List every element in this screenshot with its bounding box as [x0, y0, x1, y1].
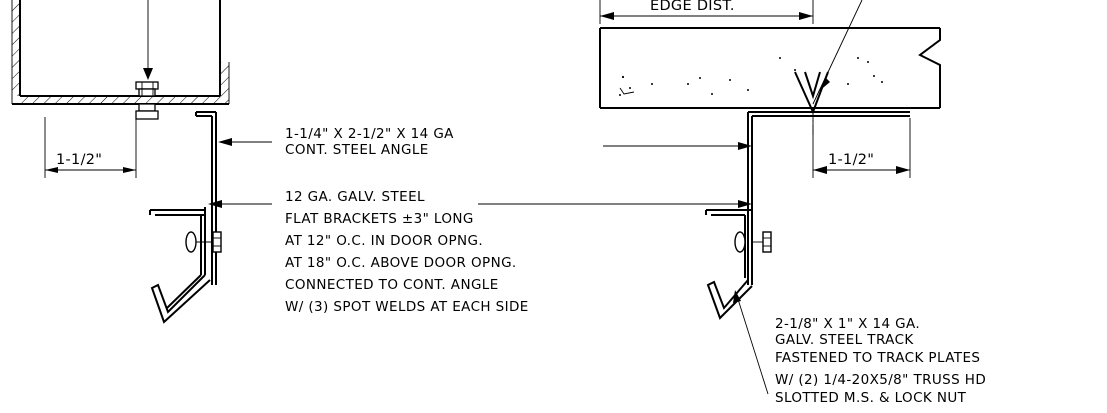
right-track-bolt — [734, 231, 772, 253]
left-steel-track — [150, 274, 211, 324]
bracket-callout-line-5: CONNECTED TO CONT. ANGLE — [285, 277, 499, 293]
left-flat-bracket — [149, 207, 206, 275]
right-dim-width — [812, 118, 911, 178]
angle-callout: 1-1/4" X 2-1/2" X 14 GA CONT. STEEL ANGL… — [285, 126, 454, 158]
angle-leader — [218, 138, 752, 150]
right-concrete-slab — [599, 27, 941, 109]
left-anchor-bolt — [135, 0, 159, 120]
right-edge-dim — [599, 0, 814, 24]
right-steel-angle — [747, 111, 910, 285]
bracket-callout-line-6: W/ (3) SPOT WELDS AT EACH SIDE — [285, 299, 529, 315]
right-anchor-fastener — [794, 0, 863, 135]
left-steel-angle — [195, 111, 217, 285]
angle-callout-line-2: CONT. STEEL ANGLE — [285, 142, 429, 158]
track-callout-line-3: FASTENED TO TRACK PLATES — [775, 350, 980, 366]
bracket-callout-line-1: 12 GA. GALV. STEEL — [285, 189, 425, 205]
left-channel-header — [11, 0, 230, 105]
bracket-callout-line-2: FLAT BRACKETS ±3" LONG — [285, 211, 474, 227]
bracket-leader — [208, 200, 752, 208]
track-callout-line-4: W/ (2) 1/4-20X5/8" TRUSS HD — [775, 372, 986, 388]
angle-callout-line-1: 1-1/4" X 2-1/2" X 14 GA — [285, 126, 454, 142]
track-callout-line-1: 2-1/8" X 1" X 14 GA. — [775, 316, 920, 332]
track-callout: 2-1/8" X 1" X 14 GA. GALV. STEEL TRACK F… — [775, 316, 986, 406]
bracket-callout: 12 GA. GALV. STEEL FLAT BRACKETS ±3" LON… — [285, 189, 529, 315]
bracket-callout-line-3: AT 12" O.C. IN DOOR OPNG. — [285, 233, 483, 249]
left-track-bolt — [185, 231, 222, 253]
left-dim-width — [44, 117, 137, 178]
right-steel-track — [706, 279, 753, 320]
track-callout-line-2: GALV. STEEL TRACK — [775, 332, 914, 348]
right-dim-width-text: 1-1/2" — [828, 152, 874, 168]
right-edge-dim-text: EDGE DIST. — [650, 0, 735, 14]
bracket-callout-line-4: AT 18" O.C. ABOVE DOOR OPNG. — [285, 255, 517, 271]
track-callout-line-5: SLOTTED M.S. & LOCK NUT — [775, 390, 967, 406]
left-dim-width-text: 1-1/2" — [56, 152, 102, 168]
track-leader — [733, 290, 769, 395]
